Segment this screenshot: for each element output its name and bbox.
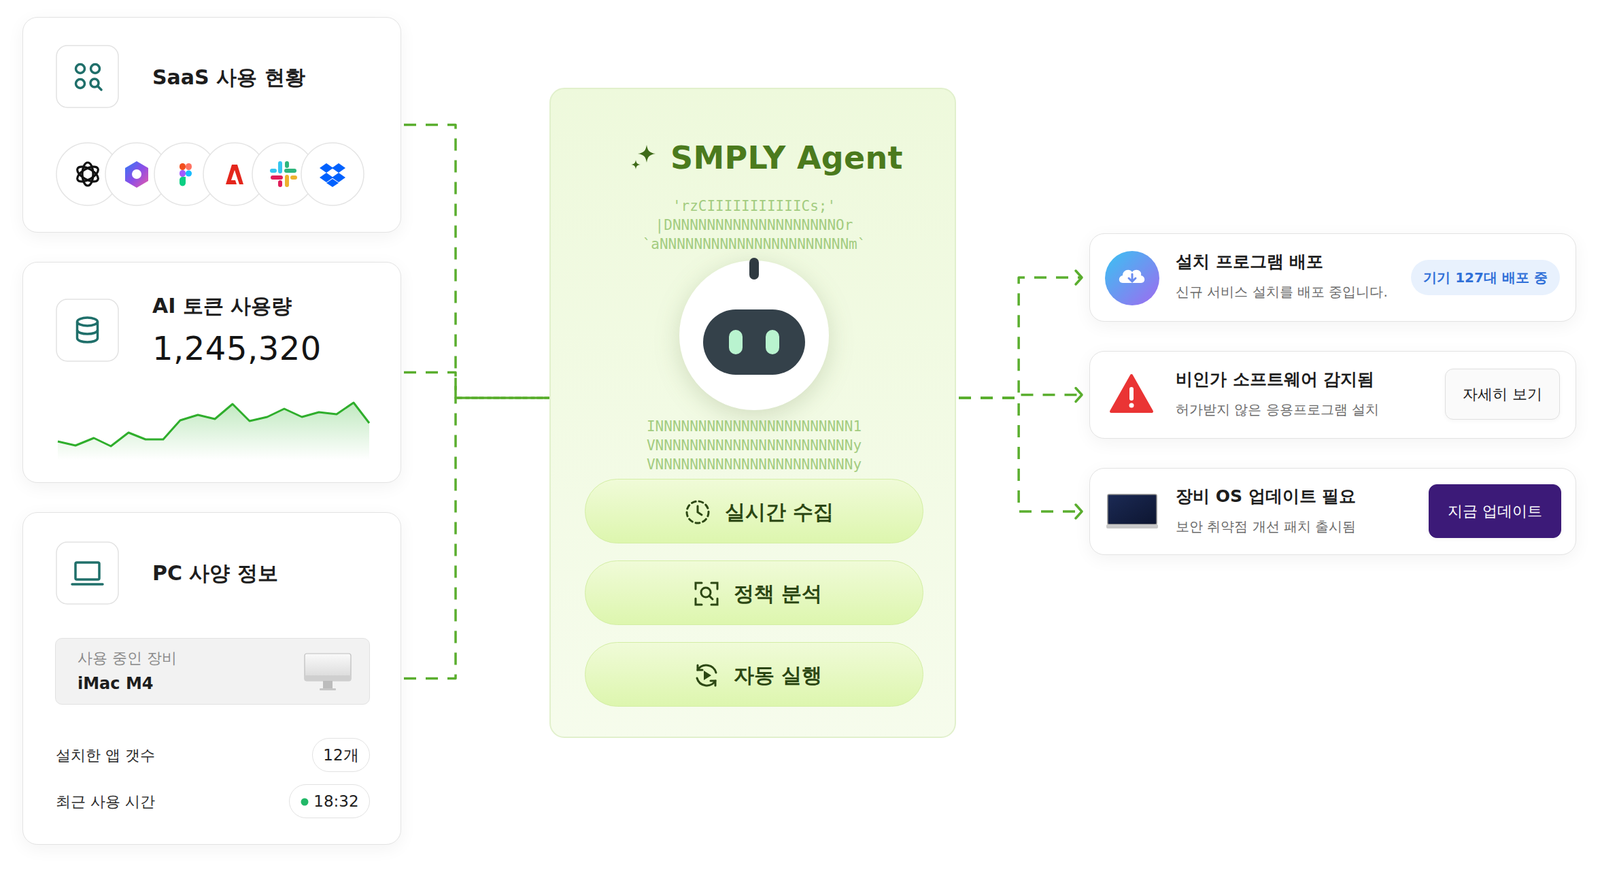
device-box: 사용 중인 장비 iMac M4 (55, 637, 370, 705)
database-icon (55, 298, 119, 362)
ascii-art-line: `aNNNNNNNNNNNNNNNNNNNNNNm` (550, 234, 958, 254)
node-text: 보안 취약점 개선 패치 출시됨 (1175, 517, 1356, 536)
node-text: 정책 분석 (733, 560, 823, 626)
dashed-connector (403, 397, 550, 678)
node-text: 자세히 보기 (1462, 384, 1543, 405)
token-card: AI 토큰 사용량 1,245,320 (22, 261, 402, 483)
node-text: 설치한 앱 갯수 (55, 745, 156, 766)
sparkle-icon (628, 143, 659, 174)
node-text: AI 토큰 사용량 (152, 292, 292, 321)
auto-run-icon (692, 661, 721, 689)
node-text: PC 사양 정보 (152, 559, 279, 588)
dashed-connector (958, 277, 1082, 398)
laptop-icon (55, 541, 119, 605)
step-pill: 자동 실행 (584, 641, 924, 707)
agent-robot (669, 250, 839, 420)
node-text: 비인가 소프트웨어 감지됨 (1175, 367, 1375, 391)
laptop-illustration (1106, 492, 1159, 532)
node-text: 사용 중인 장비 (77, 648, 177, 669)
node-text: 18:32 (313, 792, 359, 810)
status-card: 장비 OS 업데이트 필요보안 취약점 개선 패치 출시됨 지금 업데이트 (1089, 467, 1577, 555)
node-text: 지금 업데이트 (1447, 501, 1543, 522)
dashed-connector (403, 125, 550, 399)
update-button: 지금 업데이트 (1428, 484, 1562, 538)
ascii-art-line: VNNNNNNNNNNNNNNNNNNNNNNNy (550, 435, 958, 455)
dashed-connector (958, 395, 1082, 399)
time-pill: 18:32 (288, 784, 370, 819)
ascii-art-line: 'rzCIIIIIIIIIIICs;' (550, 196, 958, 216)
realtime-icon (684, 498, 712, 526)
ascii-art-line: INNNNNNNNNNNNNNNNNNNNNNN1 (550, 416, 958, 436)
ascii-art-line: |DNNNNNNNNNNNNNNNNNNNOr (550, 215, 958, 235)
status-card: 설치 프로그램 배포신규 서비스 설치를 배포 중입니다. 기기 127대 배포 … (1089, 233, 1577, 322)
imac-illustration (303, 652, 353, 693)
dashed-connector (958, 397, 1082, 512)
node-text: 12개 (322, 744, 359, 766)
ascii-art-line: VNNNNNNNNNNNNNNNNNNNNNNNy (550, 454, 958, 474)
node-text: SaaS 사용 현황 (152, 63, 306, 92)
agent-panel: SMPLY Agent 실시간 수집 정책 분석 자동 실행 'rzCIIIIII… (549, 87, 957, 738)
node-text: 설치 프로그램 배포 (1175, 250, 1324, 273)
warning-icon (1109, 373, 1154, 415)
node-text: SMPLY Agent (670, 139, 904, 177)
count-pill: 12개 (312, 737, 370, 772)
dashed-connector (403, 372, 550, 399)
step-pill: 실시간 수집 (584, 478, 924, 544)
node-text: 장비 OS 업데이트 필요 (1175, 484, 1356, 508)
status-dot (300, 797, 309, 806)
download-icon (1104, 250, 1161, 306)
pc-card: PC 사양 정보설치한 앱 갯수최근 사용 시간 사용 중인 장비 iMac M4… (22, 512, 402, 845)
scan-icon (692, 580, 721, 608)
status-card: 비인가 소프트웨어 감지됨허가받지 않은 응용프로그램 설치 자세히 보기 (1089, 350, 1577, 439)
deploy-badge: 기기 127대 배포 중 (1410, 259, 1560, 296)
app-logos (50, 136, 377, 213)
node-text: 허가받지 않은 응용프로그램 설치 (1175, 400, 1380, 419)
detail-button: 자세히 보기 (1444, 368, 1560, 420)
saas-icon (55, 44, 119, 109)
step-pill: 정책 분석 (584, 560, 924, 625)
node-text: 최근 사용 시간 (55, 791, 156, 812)
node-text: 자동 실행 (733, 642, 823, 708)
saas-card: SaaS 사용 현황 (22, 16, 402, 233)
node-text: iMac M4 (77, 673, 153, 693)
node-text: 신규 서비스 설치를 배포 중입니다. (1175, 282, 1388, 302)
node-text: 실시간 수집 (724, 479, 834, 544)
node-text: 1,245,320 (152, 329, 322, 368)
node-text: 기기 127대 배포 중 (1423, 268, 1548, 287)
